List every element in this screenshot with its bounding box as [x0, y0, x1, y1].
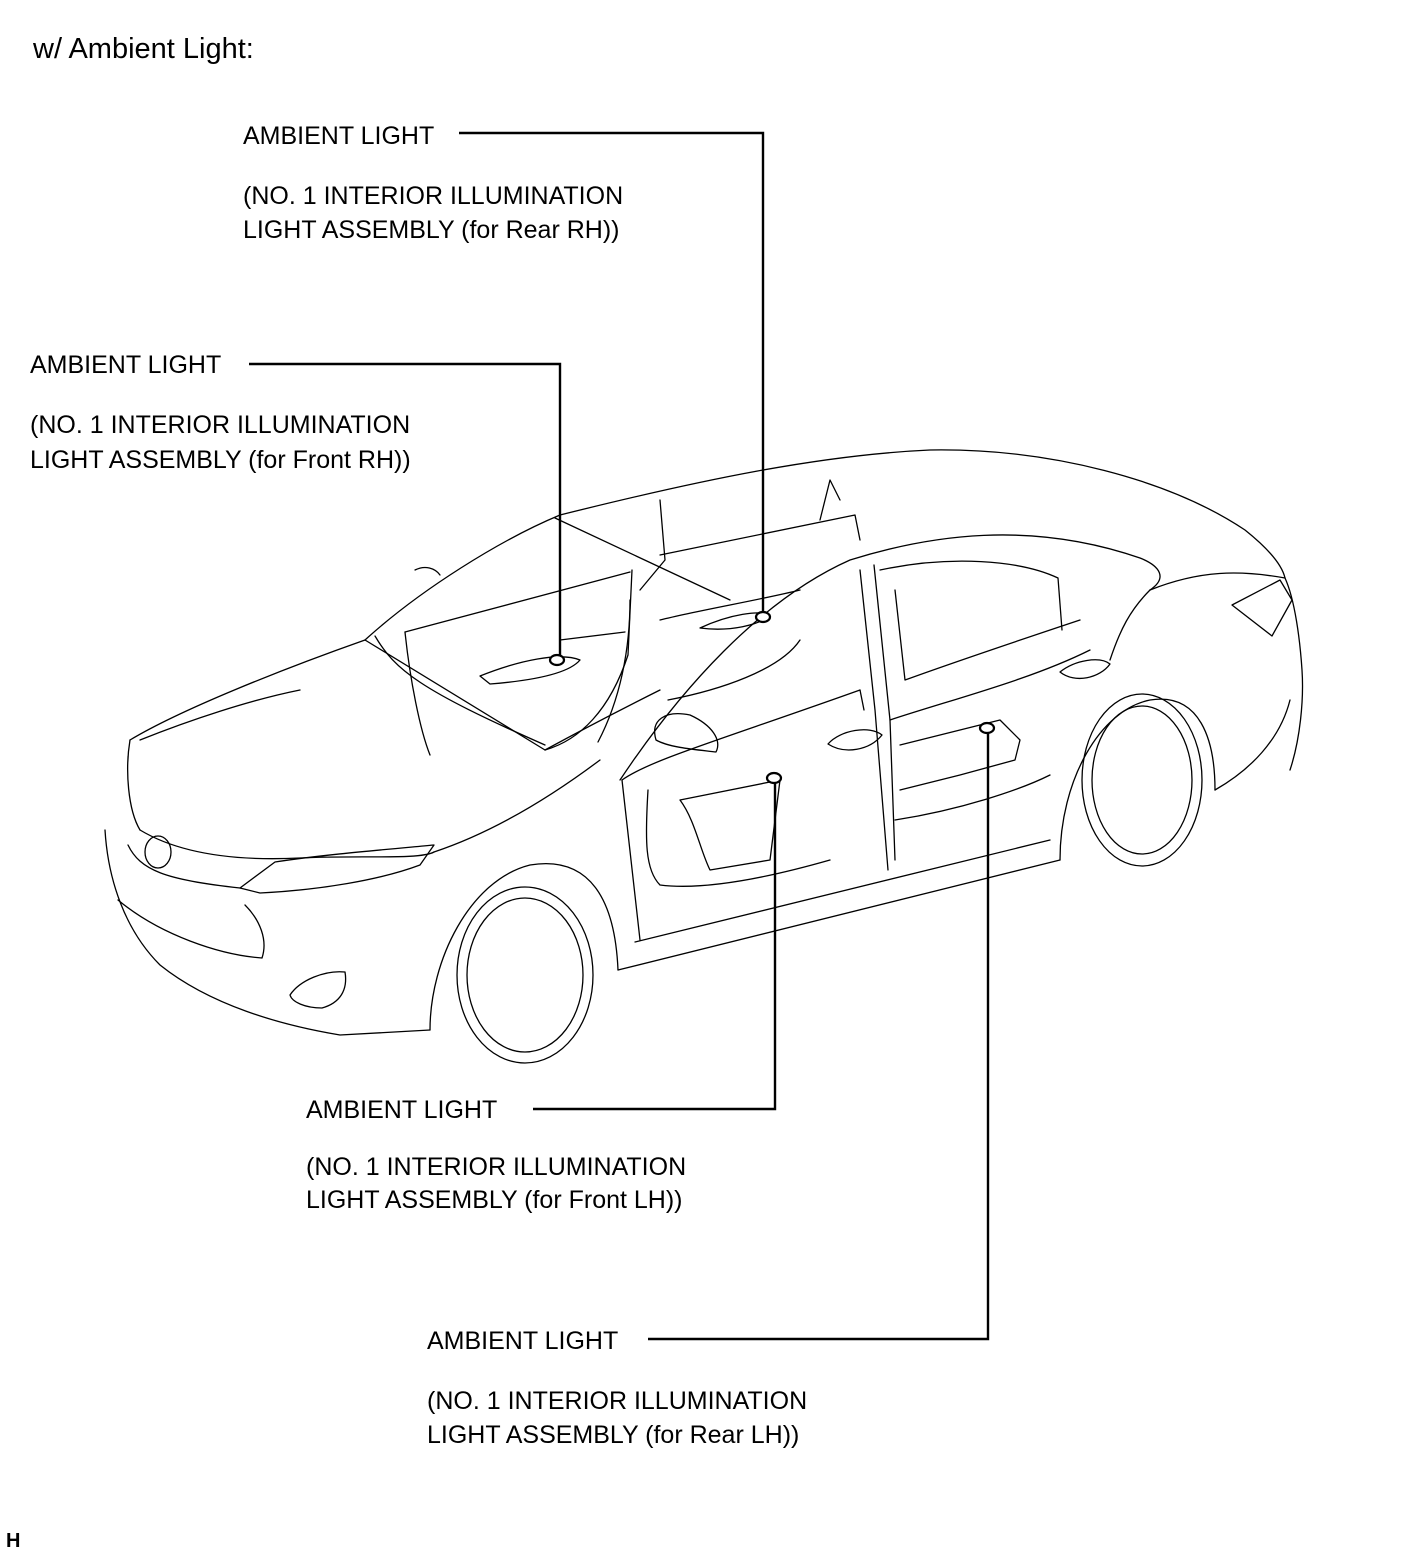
diagram-heading: w/ Ambient Light:	[33, 33, 254, 65]
leader-line-front-rh	[249, 362, 562, 658]
callout-rear-lh-line2: LIGHT ASSEMBLY (for Rear LH))	[427, 1421, 800, 1449]
ambient-light-marker-front-rh	[548, 653, 566, 667]
callout-rear-rh-title: AMBIENT LIGHT	[243, 122, 435, 150]
callout-front-rh-title: AMBIENT LIGHT	[30, 351, 222, 379]
callout-front-lh-line1: (NO. 1 INTERIOR ILLUMINATION	[306, 1153, 687, 1181]
ambient-light-marker-rear-rh	[754, 610, 772, 624]
callout-front-rh-line1: (NO. 1 INTERIOR ILLUMINATION	[30, 411, 411, 439]
leader-line-front-lh	[533, 778, 777, 1111]
callout-front-lh-line2: LIGHT ASSEMBLY (for Front LH))	[306, 1186, 683, 1214]
car-outline	[104, 449, 1304, 1064]
figure-code: H	[6, 1530, 21, 1552]
callout-rear-rh-line2: LIGHT ASSEMBLY (for Rear RH))	[243, 216, 620, 244]
ambient-light-marker-front-lh	[765, 771, 783, 785]
callout-front-rh-line2: LIGHT ASSEMBLY (for Front RH))	[30, 446, 411, 474]
leader-line-rear-lh	[648, 728, 990, 1341]
callout-rear-lh-line1: (NO. 1 INTERIOR ILLUMINATION	[427, 1387, 808, 1415]
leader-line-rear-rh	[459, 131, 765, 617]
ambient-light-marker-rear-lh	[978, 721, 996, 735]
callout-front-lh-title: AMBIENT LIGHT	[306, 1096, 498, 1124]
callout-rear-lh-title: AMBIENT LIGHT	[427, 1327, 619, 1355]
callout-rear-rh-line1: (NO. 1 INTERIOR ILLUMINATION	[243, 182, 624, 210]
